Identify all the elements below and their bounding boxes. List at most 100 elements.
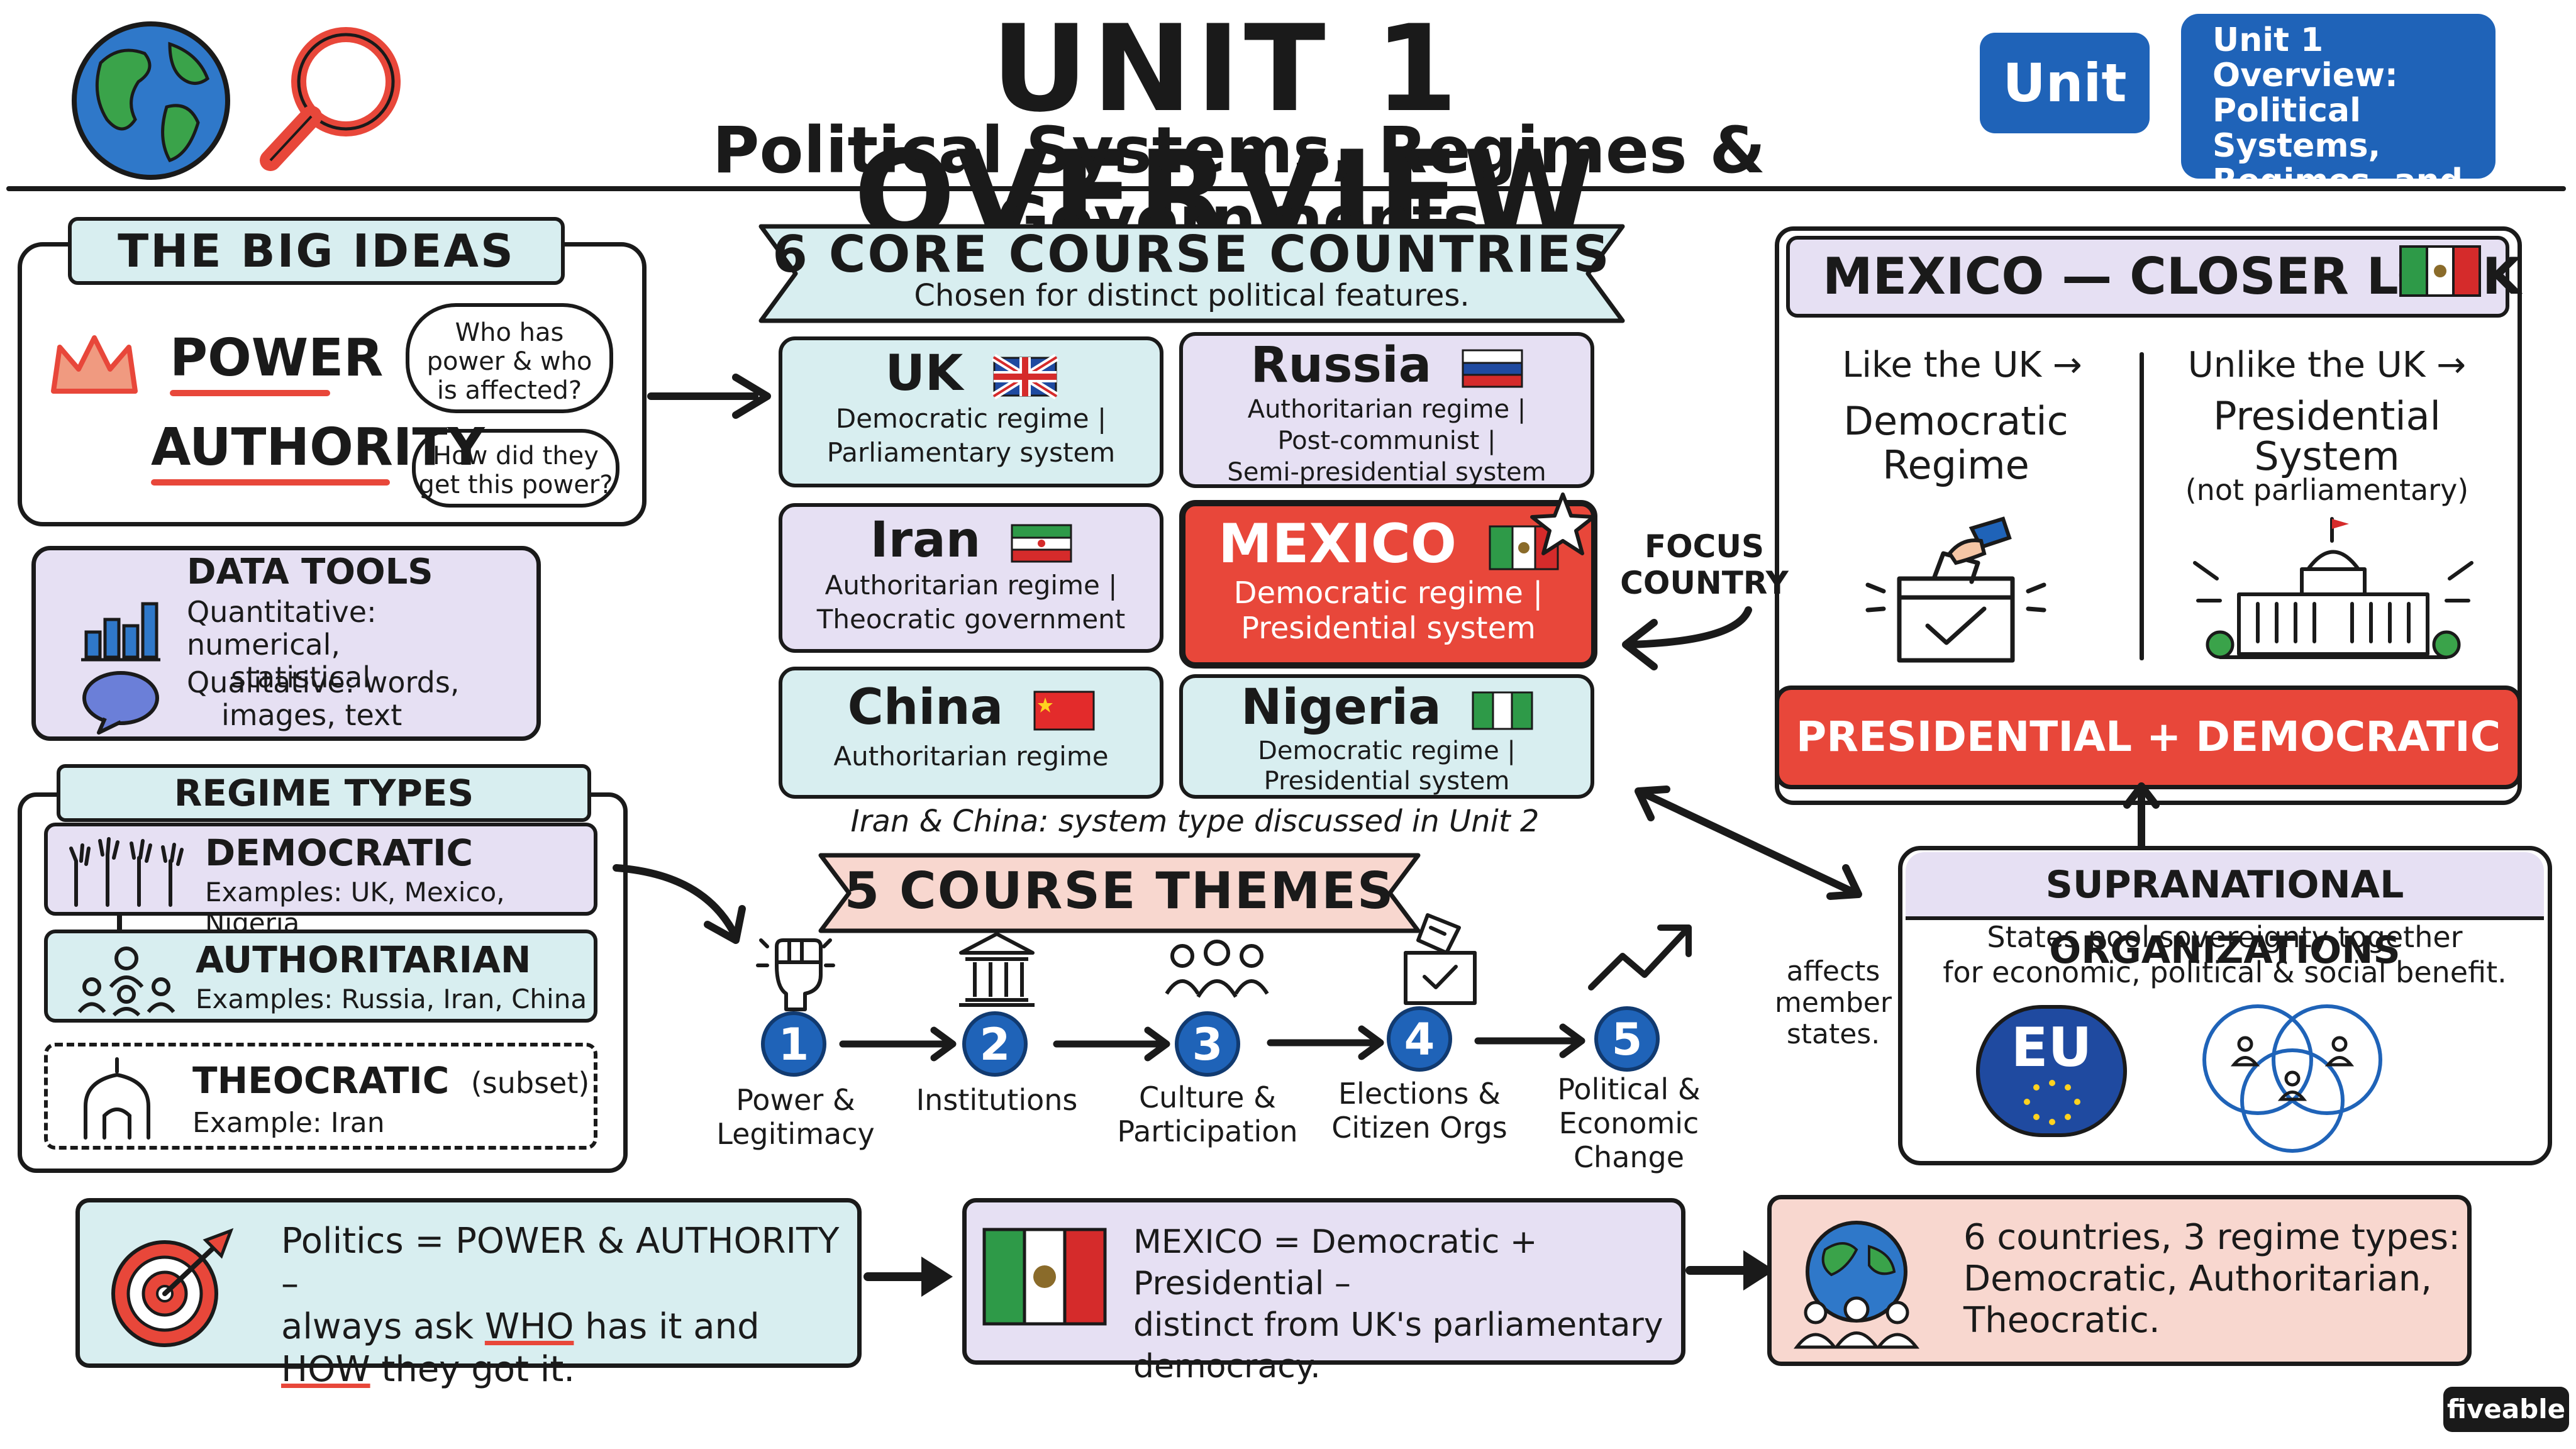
country-card-russia: Russia Authoritarian regime | Post-commu… xyxy=(1179,332,1594,488)
eu-stars-icon xyxy=(2024,1080,2080,1125)
brand-logo: fiveable xyxy=(2443,1387,2569,1432)
venn-diagram-icon xyxy=(2202,1004,2382,1153)
voting-ballot-icon xyxy=(1865,516,2046,663)
theme-label-4: Elections & Citizen Orgs xyxy=(1331,1077,1507,1145)
magnifier-icon xyxy=(260,27,401,171)
country-card-china: China Authoritarian regime xyxy=(779,667,1163,799)
unlike-uk-value: Presidential System xyxy=(2213,393,2441,479)
china-flag-icon xyxy=(1033,691,1095,731)
mexico-flag-icon-2 xyxy=(2399,245,2481,297)
theocratic-examples: Example: Iran xyxy=(192,1107,385,1139)
eu-badge: EU xyxy=(1976,1005,2127,1137)
theme-label-2: Institutions xyxy=(916,1083,1078,1117)
mexico-flag-icon-3 xyxy=(982,1228,1107,1326)
authoritarian-examples: Examples: Russia, Iran, China xyxy=(196,984,587,1014)
mosque-icon xyxy=(84,1057,150,1140)
mexico-closer-look-panel xyxy=(1775,226,2522,805)
democratic-name: DEMOCRATIC xyxy=(205,831,474,874)
arrow-summary-2-3 xyxy=(1685,1250,1775,1291)
russia-flag-icon xyxy=(1462,349,1523,388)
mexico-look-divider xyxy=(2140,352,2144,660)
speech-bubble-how: How did they get this power? xyxy=(412,429,619,508)
big-ideas-panel: POWER AUTHORITY Who has power & who is a… xyxy=(18,242,647,526)
mexico-equation: PRESIDENTIAL + DEMOCRATIC = MEXICO xyxy=(1775,686,2522,855)
chat-bubble-icon xyxy=(82,671,159,735)
people-group-icon xyxy=(1165,940,1269,998)
summary-text-3: 6 countries, 3 regime types: Democratic,… xyxy=(1963,1217,2460,1341)
theme-label-5: Political & Economic Change xyxy=(1557,1072,1701,1174)
theme-arrows xyxy=(839,1023,1585,1062)
ballot-box-icon xyxy=(1404,913,1477,1005)
theme-number-2: 2 xyxy=(962,1011,1028,1077)
supra-desc: States pool sovereignty together for eco… xyxy=(1943,920,2507,989)
overview-badge: Unit 1 Overview: Political Systems, Regi… xyxy=(2181,14,2496,234)
institution-building-icon xyxy=(959,932,1035,1007)
power-label: POWER xyxy=(170,328,384,388)
themes-title: 5 COURSE THEMES xyxy=(844,862,1395,920)
countries-note: Iran & China: system type discussed in U… xyxy=(850,804,1540,839)
authoritarian-name: AUTHORITARIAN xyxy=(196,938,531,981)
affects-member-states: affects member states. xyxy=(1775,955,1892,1050)
globe-people-icon xyxy=(1793,1221,1920,1349)
summary-box-1: Politics = POWER & AUTHORITY – always as… xyxy=(75,1198,862,1390)
capitol-building-icon xyxy=(2193,517,2473,659)
supranational-panel xyxy=(1898,846,2552,1165)
theocratic-name: THEOCRATIC (subset) xyxy=(192,1059,590,1102)
theme-label-1: Power & Legitimacy xyxy=(716,1083,875,1151)
summary-box-3: 6 countries, 3 regime types: Democratic,… xyxy=(1767,1195,2472,1366)
authority-underline xyxy=(151,479,390,486)
unlike-uk-label: Unlike the UK → xyxy=(2187,345,2467,386)
summary-box-2: MEXICO = Democratic + Presidential – dis… xyxy=(962,1198,1685,1385)
country-card-iran: Iran Authoritarian regime | Theocratic g… xyxy=(779,503,1163,653)
summary-text-2: MEXICO = Democratic + Presidential – dis… xyxy=(1133,1223,1663,1385)
arrow-supra-to-mexico xyxy=(2123,782,2160,850)
regime-authoritarian: AUTHORITARIAN Examples: Russia, Iran, Ch… xyxy=(44,930,597,1023)
trend-up-icon xyxy=(1588,924,1692,991)
arrow-focus-to-mexico xyxy=(1622,606,1752,670)
quantitative-text: Quantitative: numerical, statistical xyxy=(187,595,377,694)
bar-chart-icon xyxy=(81,602,160,662)
theme-number-4: 4 xyxy=(1387,1006,1452,1072)
power-underline xyxy=(170,390,330,396)
double-arrow-countries-supra xyxy=(1635,786,1862,900)
big-ideas-title: THE BIG IDEAS xyxy=(68,217,565,285)
regime-theocratic: THEOCRATIC (subset) Example: Iran xyxy=(44,1043,597,1150)
arrow-to-countries xyxy=(647,374,771,419)
country-card-nigeria: Nigeria Democratic regime | Presidential… xyxy=(1179,674,1594,799)
like-uk-value: Democratic Regime xyxy=(1843,398,2068,488)
summary-text-1: Politics = POWER & AUTHORITY – always as… xyxy=(281,1221,840,1390)
regime-democratic: DEMOCRATIC Examples: UK, Mexico, Nigeria xyxy=(44,823,597,938)
country-card-mexico: MEXICO Democratic regime | Presidential … xyxy=(1179,500,1597,669)
uk-flag-icon xyxy=(992,353,1059,399)
countries-ribbon xyxy=(758,224,1625,323)
header: UNIT 1 OVERVIEW Political Systems, Regim… xyxy=(0,0,2576,258)
star-icon xyxy=(1530,492,1596,555)
arrow-to-themes xyxy=(613,864,746,944)
supra-title: SUPRANATIONAL ORGANIZATIONS xyxy=(1906,852,2544,972)
raised-hands-icon xyxy=(69,837,184,907)
regime-types-title: REGIME TYPES OVERVIEW xyxy=(57,764,591,865)
theme-number-1: 1 xyxy=(761,1011,826,1077)
focus-country-label: FOCUS COUNTRY xyxy=(1620,528,1789,601)
crown-icon xyxy=(51,335,138,394)
globe-icon xyxy=(72,21,230,180)
qualitative-text: Qualitative: words, images, text xyxy=(187,665,460,732)
data-tools-panel: DATA TOOLS Quantitative: numerical, stat… xyxy=(31,546,541,741)
country-card-uk: UK Democratic regime | Parliamentary sys… xyxy=(779,336,1163,487)
theme-label-3: Culture & Participation xyxy=(1117,1080,1298,1148)
data-tools-title: DATA TOOLS xyxy=(187,552,433,592)
unit-badge: Unit 1 xyxy=(1980,33,2150,214)
countries-subtitle: Chosen for distinct political features. xyxy=(914,278,1470,313)
authority-people-icon xyxy=(77,947,175,1017)
raised-fist-icon xyxy=(756,938,835,1011)
speech-bubble-who: Who has power & who is affected? xyxy=(406,303,613,413)
iran-flag-icon xyxy=(1011,524,1072,563)
target-icon xyxy=(111,1228,234,1347)
header-divider xyxy=(6,186,2566,191)
theme-number-3: 3 xyxy=(1175,1011,1240,1077)
like-uk-label: Like the UK → xyxy=(1842,345,2082,386)
themes-ribbon xyxy=(818,853,1421,933)
mexico-look-title-box xyxy=(1786,236,2509,318)
unlike-uk-note: (not parliamentary) xyxy=(2185,473,2469,507)
nigeria-flag-icon xyxy=(1472,691,1533,730)
